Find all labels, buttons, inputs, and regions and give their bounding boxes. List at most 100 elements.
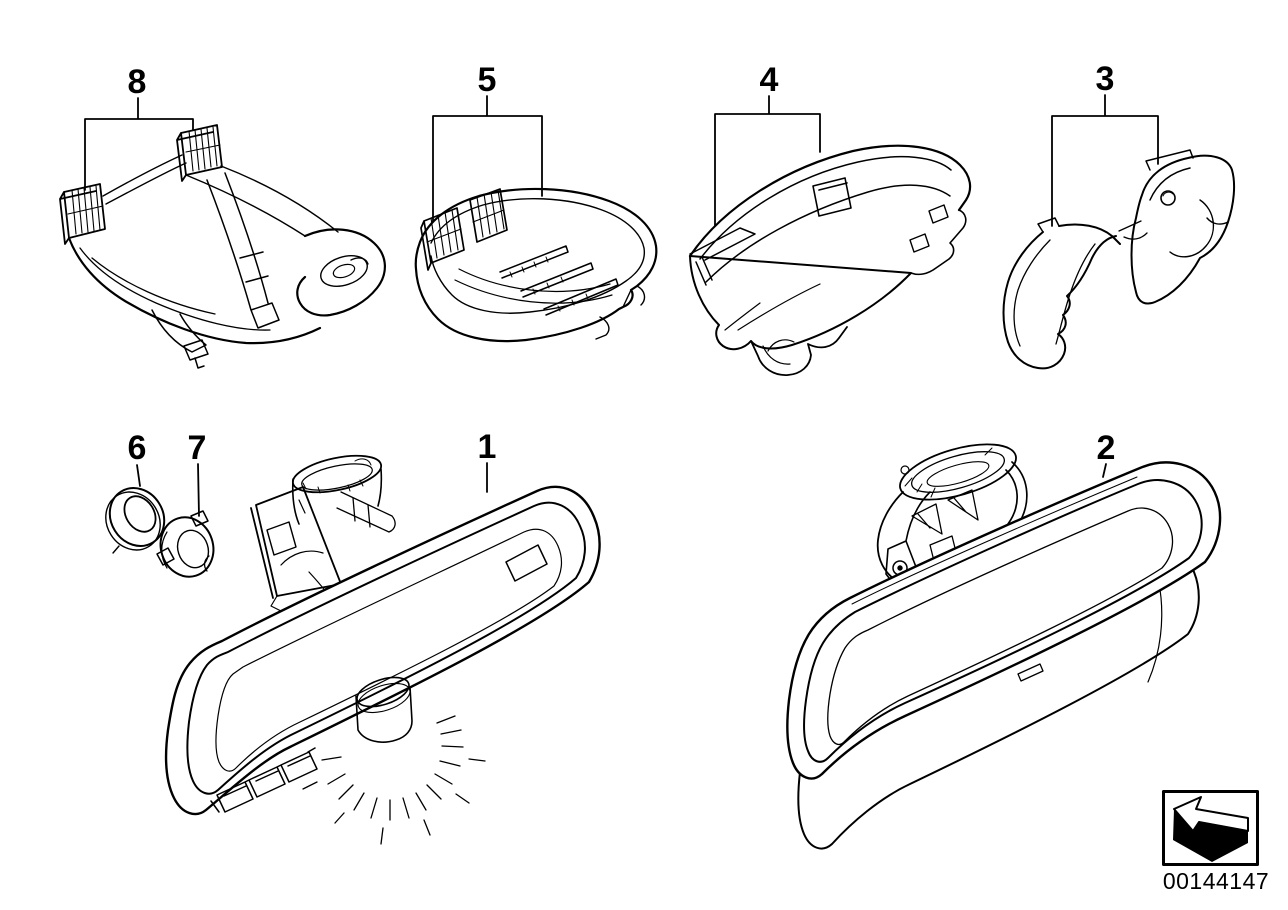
part-2-mirror-glass [827,507,1174,746]
part-2-mount-plate-inner [910,451,1006,493]
part-2-mount-plate-ticks [904,447,993,498]
part-3-left-contours [1013,239,1096,347]
part-1-light [355,676,413,743]
part-2-mount-plate [899,443,1017,501]
direction-arrow-icon-face [1173,796,1249,832]
part-3-hole [1160,190,1176,206]
part-5-vent-mid [469,188,508,243]
part-2-mirror-rim [802,479,1203,763]
part-4-clip-rects [909,204,949,253]
callout-5-leader [432,95,543,223]
callout-4-label[interactable]: 4 [760,61,779,99]
part-1-mount-hole [266,521,297,556]
part-3-right-outer [1130,154,1236,305]
part-1-connectors [210,747,318,813]
part-8-inner-rim [79,247,271,331]
part-5-vent-left-hatch [426,209,462,259]
part-4-lower-outline [689,255,912,351]
part-1-sensor-window [505,544,548,582]
part-1-mount-funnel [336,491,396,533]
callout-3-label[interactable]: 3 [1096,60,1115,98]
part-3-left-tab [1037,217,1060,233]
footer-stamp: 00144147 [1162,790,1269,894]
callout-2[interactable]: 2 [1097,429,1116,478]
part-8-vent-right-hatch [185,126,221,172]
part-7-crescent [161,531,168,569]
part-2-assembly-drawing [786,443,1222,850]
part-4-outer-top [688,144,972,258]
part-3-hole-detail [1162,191,1174,197]
callout-7[interactable]: 7 [188,429,207,517]
part-8-foot [151,309,209,369]
callout-5-label[interactable]: 5 [478,61,497,99]
part-3-right-flange [1145,149,1194,201]
part-6-ring-outer [108,487,166,547]
callout-8-leader [84,97,194,191]
callout-6-leader [136,464,141,487]
part-4-left-wing [689,227,756,286]
part-3-drawing [1002,149,1236,370]
part-1-mount-cylinder [291,468,383,525]
callout-2-leader [1102,463,1107,478]
callout-2-label[interactable]: 2 [1097,429,1116,467]
part-7-drawing [156,510,215,578]
callout-4[interactable]: 4 [714,61,821,227]
callout-6-label[interactable]: 6 [128,429,147,467]
callout-7-leader [197,463,200,517]
part-5-vent-mid-hatch [472,189,505,238]
callout-5[interactable]: 5 [432,61,543,223]
part-4-stem [750,326,848,376]
part-8-oval-inner [332,263,356,279]
part-5-floor-lines [454,268,613,304]
part-4-stem-inner [762,339,795,365]
callout-1-label[interactable]: 1 [478,428,497,466]
callout-1[interactable]: 1 [478,428,497,493]
part-3-right-scoop [1169,199,1229,258]
footer-image-number: 00144147 [1163,868,1269,894]
part-5-notch [595,285,646,340]
part-1-mirror-outer [164,485,601,816]
part-4-right-clips [910,209,967,276]
part-8-main-outline [67,228,386,345]
callout-4-leader [714,95,821,227]
part-6-ring-inner [123,495,157,533]
part-8-drawing [59,124,386,369]
part-1-mount-cap-ticks [302,458,372,494]
part-6-notch [112,545,120,554]
part-3-left-outer [1002,223,1121,370]
part-8-oval [320,255,368,287]
part-5-inner-rim [430,197,646,314]
part-1-assembly-drawing [164,454,601,845]
part-1-light-rays [302,715,486,845]
part-4-drawing [688,144,972,376]
callout-3-leader [1051,94,1159,227]
part-6-ring-3d [105,491,161,551]
part-5-vent-left [420,207,465,271]
part-1-mirror-glass [215,528,563,772]
callout-3[interactable]: 3 [1051,60,1159,227]
part-8-strut [206,172,280,329]
part-7-cap-inner [176,529,210,569]
part-3-joint-lines [1118,220,1148,240]
callout-8-label[interactable]: 8 [128,63,147,101]
callout-6[interactable]: 6 [128,429,147,487]
callout-8[interactable]: 8 [84,63,194,191]
part-1-mount-cap-inner [301,463,373,491]
part-1-mount-details [270,499,341,613]
part-2-mount-plate-hole [900,465,910,475]
part-2-mirror-highlight [851,476,1138,605]
part-2-mount-plate-core [926,461,990,487]
part-4-interior-lines [724,283,821,331]
part-2-glass-clip [1017,663,1044,682]
part-2-mount-tab-pin [897,565,903,571]
part-5-outer [414,187,658,343]
direction-arrow-icon [1173,809,1248,862]
part-1-mount-plate [250,486,342,599]
part-4-band-lines [699,156,952,283]
part-4-window [812,177,852,217]
callout-7-label[interactable]: 7 [188,429,207,467]
part-7-tab-left [156,547,175,566]
part-6-drawing [105,487,166,554]
part-8-vent-left-hatch [67,185,104,235]
